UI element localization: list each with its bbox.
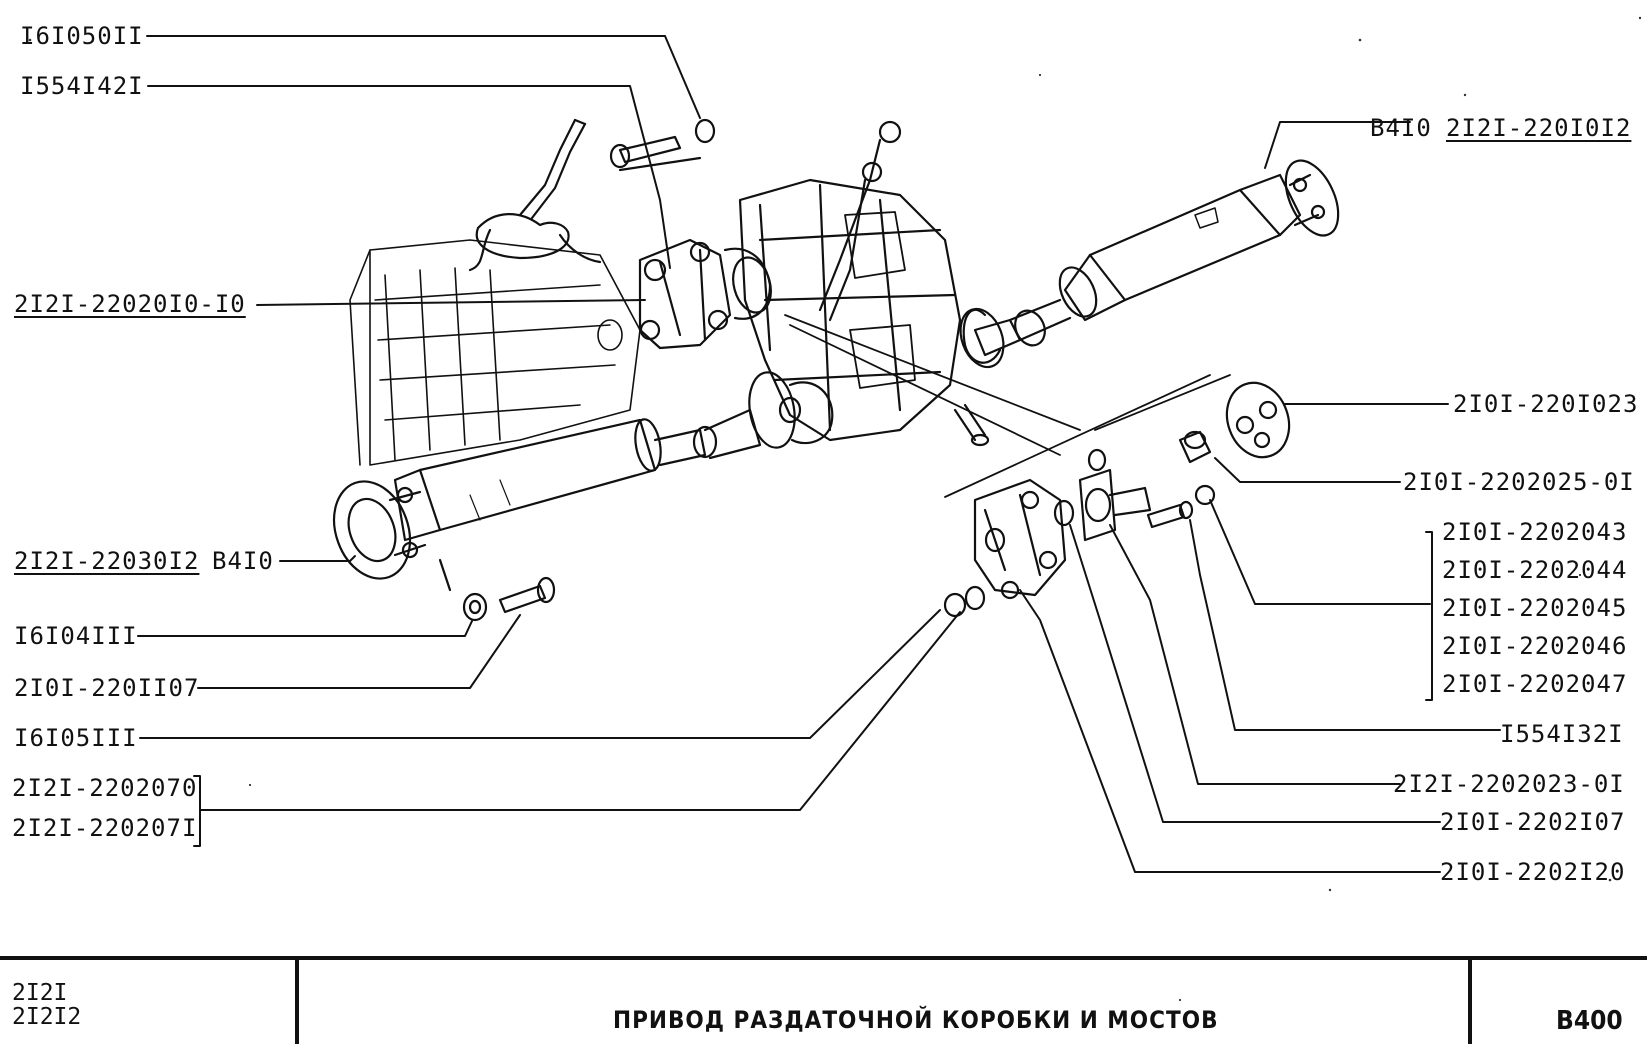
sheet-code: В400 xyxy=(1556,1006,1623,1036)
part-label-group-a-4: 2I0I-2202046 xyxy=(1442,632,1628,660)
part-label-elastic-coupling: 2I2I-22020I0-I0 xyxy=(14,290,246,318)
title-block-frame xyxy=(0,956,1647,1044)
part-label-flange: 2I0I-220I023 xyxy=(1453,390,1639,418)
part-label-rear-shaft: 2I2I-22030I2 xyxy=(14,547,200,575)
part-label-group-a-5: 2I0I-2202047 xyxy=(1442,670,1628,698)
model-code-2: 2I2I2 xyxy=(12,1004,82,1030)
part-label-group-a-3: 2I0I-2202045 xyxy=(1442,594,1628,622)
part-label-bolt: 2I0I-220II07 xyxy=(14,674,200,702)
part-label-front-shaft: 2I2I-220I0I2 xyxy=(1446,114,1632,142)
part-label-1554I42I: I554I42I xyxy=(20,72,144,100)
sheet-title: ПРИВОД РАЗДАТОЧНОЙ КОРОБКИ И МОСТОВ xyxy=(613,1006,1219,1034)
rear-driveshaft xyxy=(332,371,834,580)
part-label-yoke: 2I2I-2202023-0I xyxy=(1393,770,1625,798)
leader-lines xyxy=(137,35,1501,873)
rear-bolt-nut xyxy=(438,558,556,622)
part-label-group-b-2: 2I2I-220207I xyxy=(12,814,198,842)
gear-lever xyxy=(468,118,602,272)
part-label-front-shaft-variant: В4I0 xyxy=(1370,114,1432,142)
transfer-case xyxy=(738,120,990,447)
exploded-joint xyxy=(943,381,1291,618)
part-label-16I04III: I6I04III xyxy=(14,622,138,650)
part-label-group-a-1: 2I0I-2202043 xyxy=(1442,518,1628,546)
part-label-16I05III: I6I05III xyxy=(14,724,138,752)
part-label-rear-shaft-variant: В4I0 xyxy=(212,547,274,575)
scan-specks xyxy=(28,16,1642,1002)
part-label-161050II: I6I050II xyxy=(20,22,144,50)
model-code-1: 2I2I xyxy=(12,980,68,1006)
part-label-group-a-2: 2I0I-2202044 xyxy=(1442,556,1628,584)
part-label-bushing: 2I0I-2202025-0I xyxy=(1403,468,1635,496)
front-driveshaft xyxy=(959,159,1340,369)
explode-guides xyxy=(784,314,1231,498)
elastic-coupling xyxy=(609,118,772,350)
part-label-1554I32I: I554I32I xyxy=(1500,720,1624,748)
gearbox-housing xyxy=(349,239,641,466)
part-label-group-b-1: 2I2I-2202070 xyxy=(12,774,198,802)
part-label-sleeve: 2I0I-2202I20 xyxy=(1440,858,1626,886)
part-label-spider: 2I0I-2202I07 xyxy=(1440,808,1626,836)
